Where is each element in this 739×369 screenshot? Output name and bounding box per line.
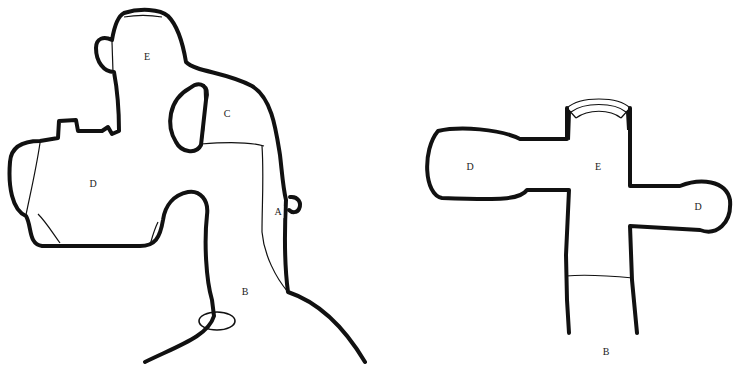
section-line (38, 214, 60, 243)
region-label: D (464, 161, 475, 173)
section-line (201, 143, 264, 146)
region-label: E (593, 161, 603, 173)
section-line (150, 222, 158, 245)
section-line (566, 275, 633, 278)
cave-wall (289, 197, 300, 212)
passage-arch (576, 111, 621, 118)
section-line (112, 42, 113, 72)
section-line (262, 146, 288, 292)
passage-wall-shade (567, 108, 630, 140)
cave-pillar (170, 84, 207, 151)
pool (199, 312, 235, 330)
section-line (26, 143, 40, 215)
passage-arch (567, 108, 630, 118)
region-label: D (692, 201, 703, 213)
region-label: B (240, 286, 251, 298)
cave-wall (630, 108, 730, 333)
region-label: C (222, 108, 233, 120)
region-label: D (87, 178, 98, 190)
passage-arch (567, 99, 630, 108)
cave-wall (10, 10, 365, 362)
section-line (124, 16, 162, 18)
cave-wall (427, 108, 569, 333)
section-line (202, 84, 205, 142)
region-label: E (142, 51, 152, 63)
region-label: B (601, 346, 612, 358)
region-label: A (272, 206, 283, 218)
